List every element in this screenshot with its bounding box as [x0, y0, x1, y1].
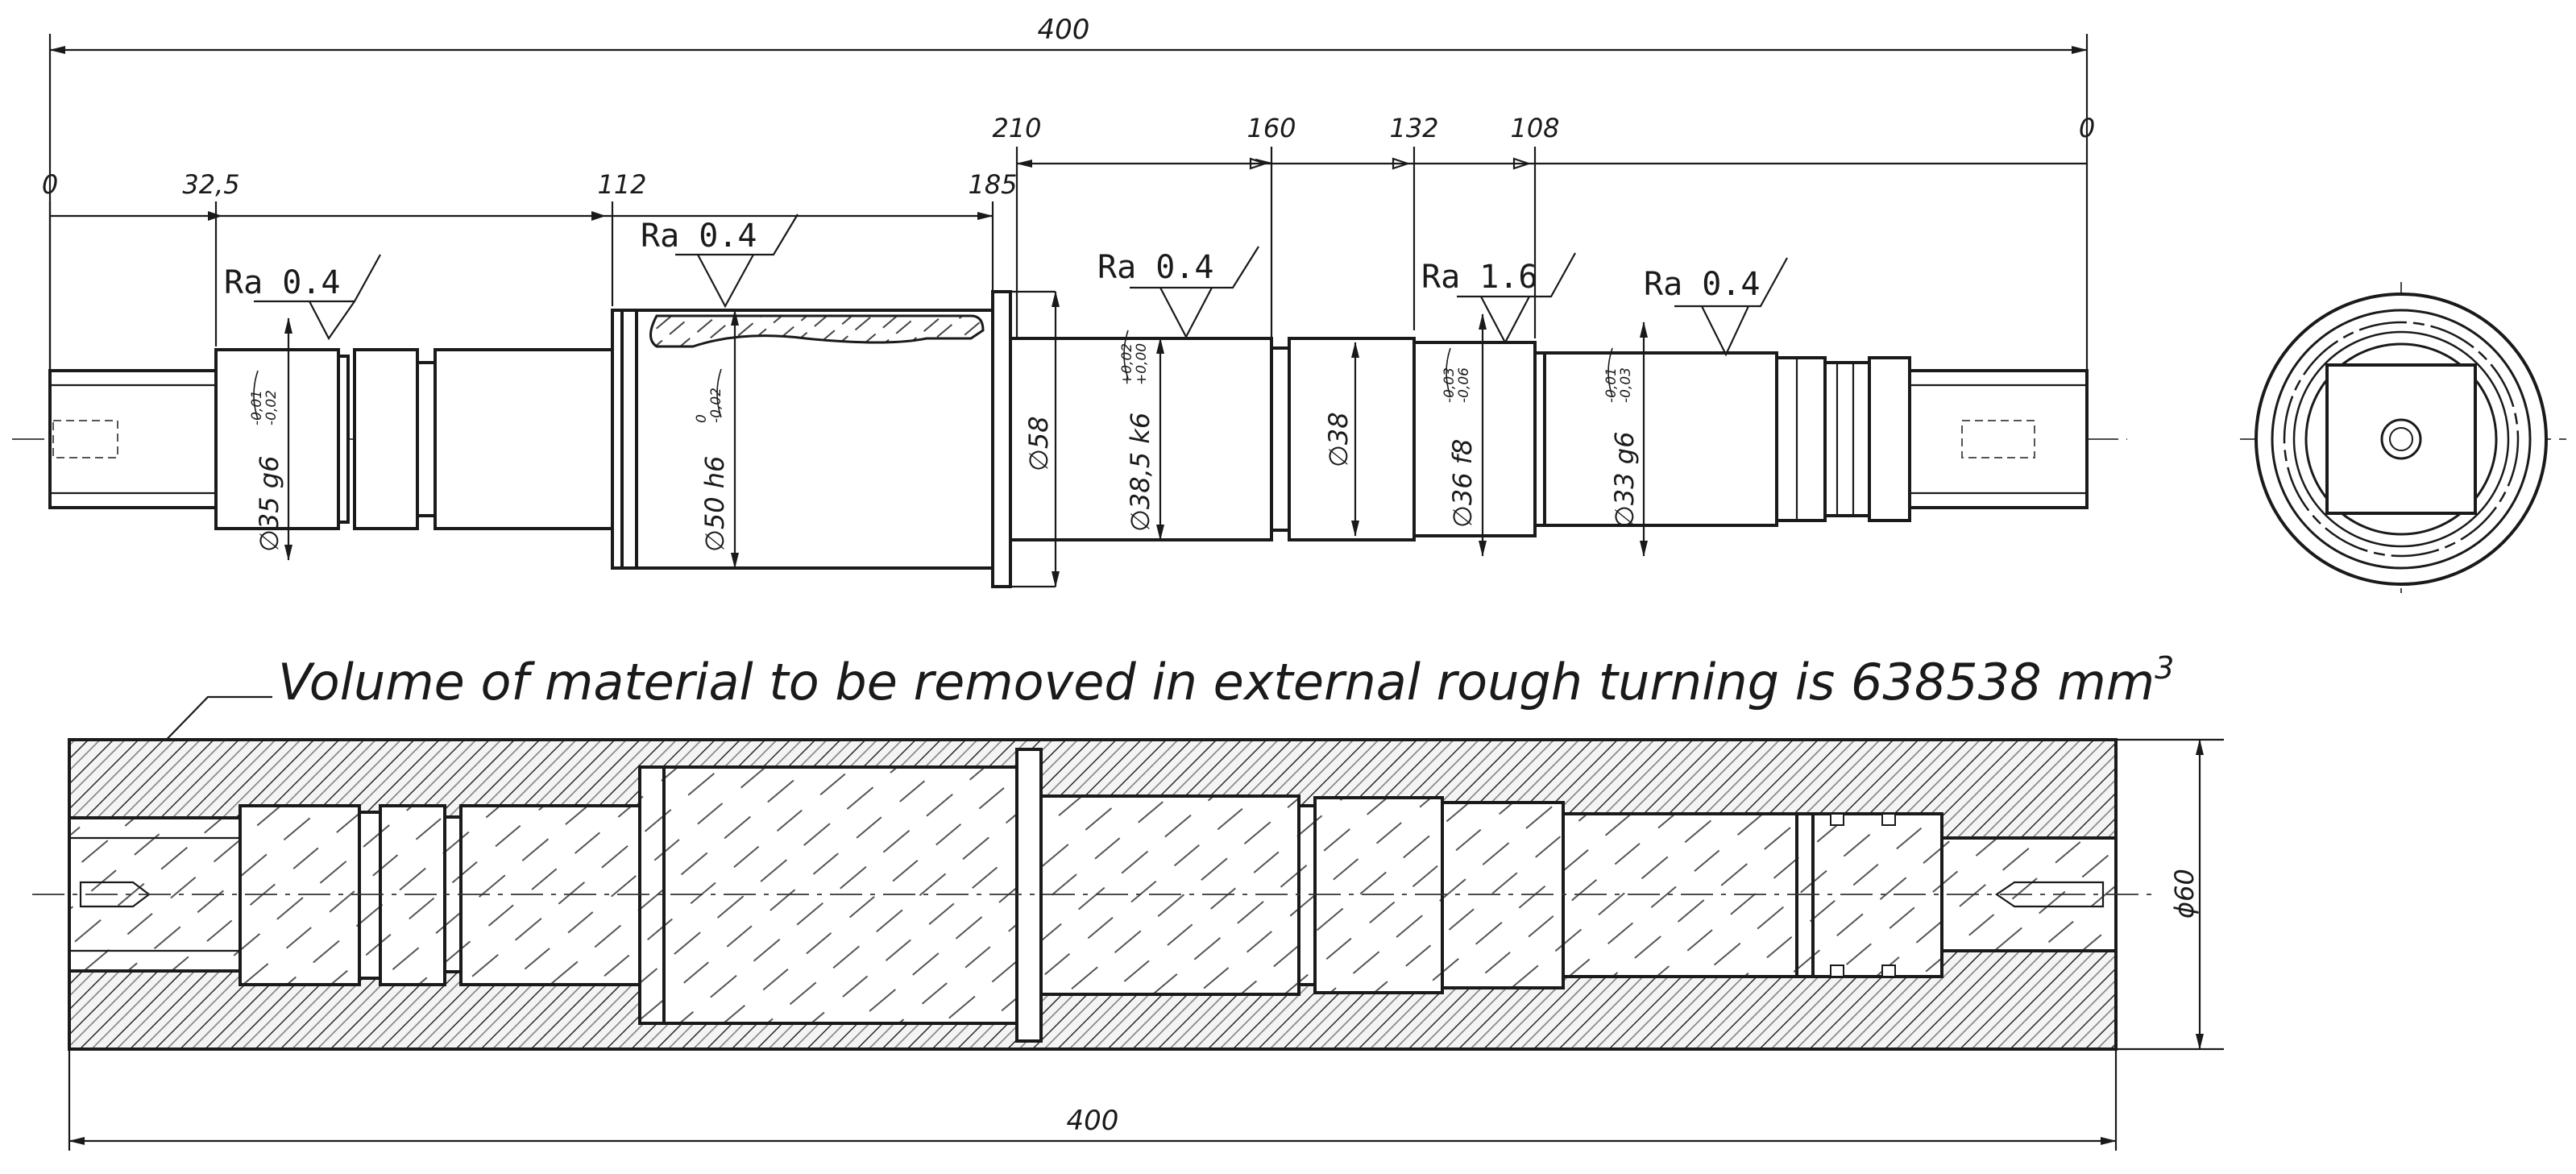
- datum-0-left: 0: [42, 169, 58, 200]
- diameter-50-tol-upper: 0: [694, 414, 710, 423]
- caption-leader: [152, 695, 272, 754]
- stock-length-dimension: 400: [68, 1049, 2118, 1151]
- datum-132: 132: [1389, 113, 1438, 143]
- svg-text:Ra 0.4: Ra 0.4: [641, 218, 757, 255]
- top-view: 400 210 160 132 108 0 0 32,5: [12, 14, 2127, 588]
- diameter-33-tol-lower: -0,03: [1618, 367, 1634, 403]
- roughness-symbol-5: Ra 0.4: [1644, 257, 1788, 357]
- datum-185: 185: [968, 169, 1017, 200]
- diameter-36-tol-upper: -0,03: [1441, 367, 1458, 403]
- diameter-35-label: ∅35 g6: [254, 456, 284, 552]
- roughness-symbol-4: Ra 1.6: [1421, 252, 1576, 345]
- diameter-38-label: ∅38: [1323, 412, 1354, 467]
- datum-160: 160: [1247, 113, 1296, 143]
- shaft-profile: [48, 290, 2089, 588]
- left-center-hole: [52, 420, 118, 458]
- roughness-symbols: Ra 0.4 Ra 0.4 Ra 0.4 Ra 1.6 Ra 0.4: [224, 214, 1788, 357]
- diameter-58-label: ∅58: [1023, 416, 1054, 471]
- diameter-50-label: ∅50 h6: [699, 456, 730, 552]
- left-datum-dimensions: 0 32,5 112 185: [42, 169, 1018, 371]
- roughness-symbol-3: Ra 0.4: [1097, 246, 1259, 339]
- datum-32-5: 32,5: [182, 169, 239, 200]
- diameter-dimension-lines: [284, 290, 1648, 588]
- finished-part-overlay: [68, 748, 2118, 1043]
- diameter-36-tol-lower: -0,06: [1456, 367, 1472, 403]
- diameter-33-label: ∅33 g6: [1609, 432, 1640, 528]
- diameter-35-tol-lower: -0,02: [263, 390, 280, 425]
- diameter-labels: ∅35 g6 -0,01 -0,02 ∅50 h6 0 -0,02 ∅58 ∅3…: [249, 330, 1640, 552]
- svg-text:Ra 1.6: Ra 1.6: [1421, 259, 1538, 296]
- right-datum-dimensions: 210 160 132 108 0: [992, 113, 2095, 371]
- stock-diameter-label: ϕ60: [2169, 869, 2200, 919]
- datum-112: 112: [597, 169, 646, 200]
- datum-0-right: 0: [2079, 113, 2095, 143]
- stock-length-label: 400: [1067, 1105, 1119, 1137]
- end-view: [2240, 282, 2566, 596]
- right-center-hole: [1961, 420, 2035, 458]
- diameter-36-label: ∅36 f8: [1447, 439, 1478, 528]
- diameter-38-5-tol-lower: +0,00: [1134, 343, 1150, 385]
- svg-text:Ra 0.4: Ra 0.4: [224, 264, 341, 301]
- overall-length-label: 400: [1038, 14, 1090, 46]
- diameter-33-tol-upper: -0,01: [1603, 367, 1620, 403]
- datum-108: 108: [1510, 113, 1559, 143]
- svg-text:Ra 0.4: Ra 0.4: [1097, 249, 1214, 286]
- svg-text:Ra 0.4: Ra 0.4: [1644, 266, 1761, 303]
- volume-caption: Volume of material to be removed in exte…: [278, 650, 2174, 711]
- datum-210: 210: [992, 113, 1041, 143]
- roughness-symbol-1: Ra 0.4: [224, 254, 381, 341]
- bottom-view: Volume of material to be removed in exte…: [32, 650, 2224, 1151]
- roughness-symbol-2: Ra 0.4: [641, 214, 799, 309]
- diameter-35-tol-upper: -0,01: [249, 390, 265, 425]
- diameter-38-5-tol-upper: +0,02: [1119, 343, 1135, 385]
- diameter-38-5-label: ∅38,5 k6: [1125, 413, 1155, 532]
- overall-length-dimension: 400: [48, 14, 2089, 371]
- stock-diameter-dimension: ϕ60: [2116, 738, 2224, 1051]
- diameter-50-tol-lower: -0,02: [708, 388, 724, 423]
